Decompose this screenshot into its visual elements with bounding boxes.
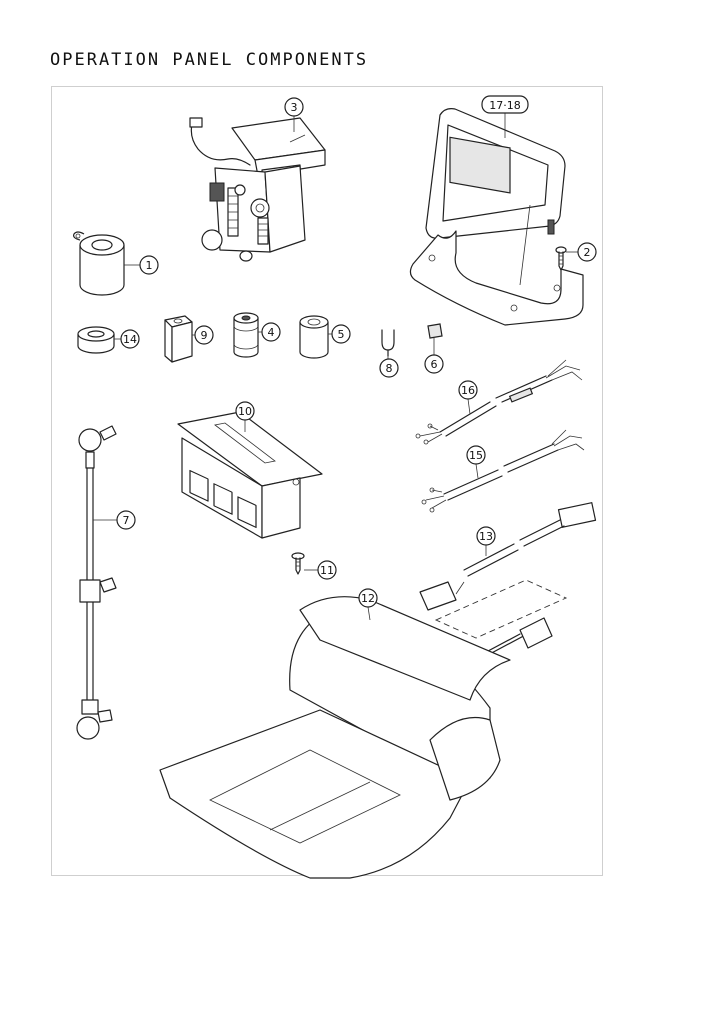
part-link-rod: [76, 425, 117, 740]
callout-11: 11: [304, 560, 337, 580]
callouts: 3 17·18 1 2 14 9 4: [93, 95, 597, 621]
part-foot-pedal: [159, 596, 553, 879]
part-screw-11: [291, 552, 305, 575]
part-sleeve: [233, 312, 259, 358]
svg-text:1: 1: [146, 259, 153, 272]
callout-8: 8: [379, 356, 399, 378]
part-cable-13: [419, 502, 597, 639]
callout-5: 5: [328, 324, 351, 344]
svg-text:2: 2: [584, 246, 591, 259]
part-fork-clip: [381, 329, 395, 357]
svg-text:12: 12: [361, 592, 375, 605]
part-cable-16: [415, 359, 583, 445]
svg-text:5: 5: [338, 328, 345, 341]
callout-14: 14: [114, 329, 140, 349]
callout-6: 6: [424, 338, 444, 374]
svg-text:10: 10: [238, 405, 252, 418]
part-ring: [77, 326, 115, 354]
svg-text:16: 16: [461, 384, 475, 397]
part-display-panel: [409, 108, 584, 326]
svg-text:14: 14: [123, 333, 137, 346]
part-switch-box: [177, 411, 323, 539]
part-cable-15: [421, 429, 585, 513]
svg-text:17·18: 17·18: [489, 99, 521, 112]
part-cylinder: [299, 315, 329, 359]
callout-9: 9: [192, 325, 214, 345]
page-title: OPERATION PANEL COMPONENTS: [50, 50, 369, 70]
callout-15: 15: [466, 445, 486, 479]
part-coil: [73, 231, 125, 296]
svg-text:13: 13: [479, 530, 493, 543]
callout-17-18: 17·18: [481, 95, 529, 138]
svg-text:6: 6: [431, 358, 438, 371]
part-pad: [427, 323, 443, 339]
callout-7: 7: [93, 510, 136, 530]
svg-text:7: 7: [123, 514, 130, 527]
svg-text:11: 11: [320, 564, 334, 577]
svg-text:15: 15: [469, 449, 483, 462]
callout-10: 10: [235, 401, 255, 432]
callout-16: 16: [458, 380, 478, 415]
callout-1: 1: [124, 255, 159, 275]
svg-text:3: 3: [291, 101, 298, 114]
part-solenoid-bracket: [189, 117, 326, 262]
callout-2: 2: [566, 242, 597, 262]
svg-text:9: 9: [201, 329, 208, 342]
callout-3: 3: [284, 97, 304, 132]
callout-12: 12: [358, 588, 378, 621]
svg-text:8: 8: [386, 362, 393, 375]
part-block: [164, 315, 193, 363]
part-screw-2: [555, 246, 567, 271]
callout-4: 4: [258, 322, 281, 342]
callout-13: 13: [476, 526, 496, 556]
svg-text:4: 4: [268, 326, 275, 339]
